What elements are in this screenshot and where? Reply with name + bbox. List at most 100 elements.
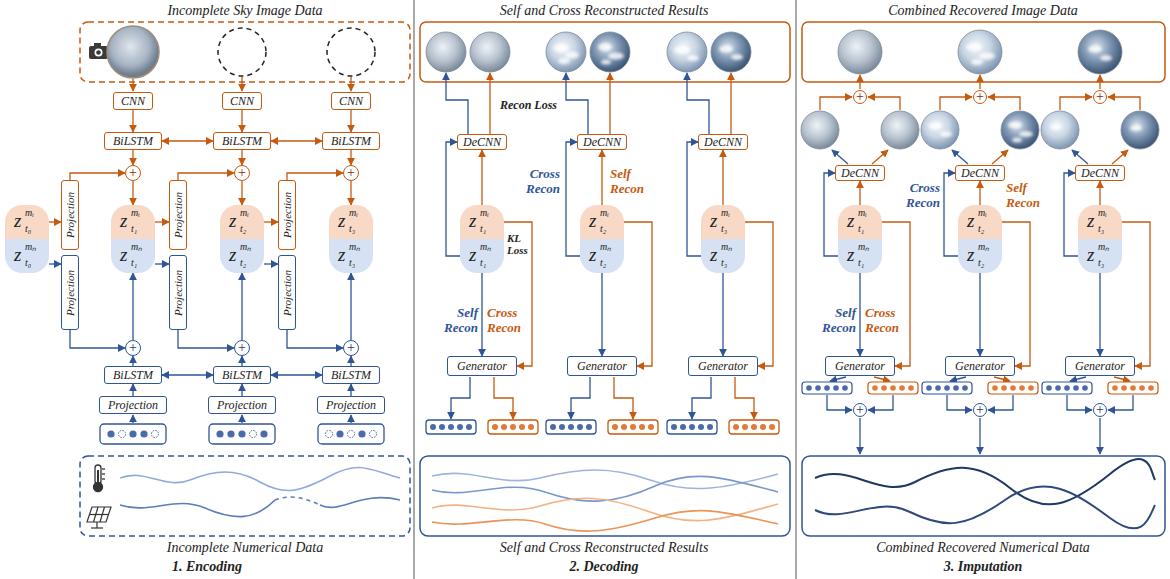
data-vector: [621, 424, 627, 430]
data-vector: [962, 385, 968, 391]
connector: [241, 384, 242, 396]
panel-title: Self and Cross Reconstructed Results: [500, 3, 709, 18]
sky-image: [426, 32, 751, 72]
latent-symbol: mₙ: [721, 242, 732, 252]
data-vector: [318, 424, 384, 444]
sum-node: +: [853, 90, 867, 104]
latent-capsule: zmᵢt₂: [580, 205, 624, 239]
connector: [132, 150, 133, 165]
cloud: [598, 43, 612, 51]
latent-symbol: t₃: [349, 224, 355, 234]
flow-line: [947, 395, 972, 410]
recon-label: Cross Recon: [865, 305, 899, 335]
flow-line: [820, 97, 852, 110]
panel-title: Incomplete Sky Image Data: [167, 3, 322, 18]
data-vector: [107, 430, 365, 437]
connector: [132, 356, 133, 366]
cloud: [966, 43, 982, 51]
connector: [481, 273, 482, 356]
flow-line: [1099, 418, 1100, 454]
cloud: [608, 53, 624, 60]
image-frame: [420, 22, 790, 536]
connector: [70, 173, 125, 180]
latent-symbol: z: [589, 245, 596, 264]
latent-symbol: z: [589, 211, 596, 230]
connector: [601, 150, 602, 205]
connector: [481, 150, 482, 205]
cloud: [687, 55, 699, 61]
node-label: Generator: [457, 360, 507, 372]
latent-symbol: z: [14, 211, 21, 230]
connector: [722, 273, 723, 356]
process-box: Generator: [1065, 356, 1135, 376]
flow-line: [451, 377, 470, 419]
node-label: Generator: [577, 360, 627, 372]
cloud: [1008, 122, 1022, 129]
data-vector: [1010, 385, 1016, 391]
data-vector: [806, 385, 1088, 391]
process-box: BiLSTM: [213, 366, 271, 384]
image-frame: [80, 22, 410, 82]
latent-symbol: t₀: [25, 258, 31, 268]
time-series-line: [120, 467, 400, 516]
flow-line: [820, 75, 1140, 454]
data-vector: [729, 420, 779, 434]
data-vector: [689, 424, 695, 430]
data-vector: [802, 382, 852, 394]
data-vector: [227, 430, 234, 437]
recon-label: Cross Recon: [906, 180, 940, 210]
flow-line: [489, 73, 490, 134]
data-vector: [992, 385, 998, 391]
flow-line: [1067, 395, 1092, 410]
latent-symbol: t₃: [1098, 258, 1104, 268]
connector: [624, 222, 652, 366]
node-label: DeCNN: [704, 136, 742, 148]
projection-box: Projection: [61, 255, 79, 330]
data-vector: [336, 430, 343, 437]
data-vector: [824, 385, 830, 391]
thermometer-icon: [102, 473, 105, 474]
panel-divider: [414, 0, 796, 579]
panel-caption: 2. Decoding: [569, 559, 638, 574]
data-vector: [559, 424, 565, 430]
recon-label: Self Recon: [1006, 180, 1040, 210]
flow-line: [1070, 377, 1086, 381]
data-vector: [908, 385, 914, 391]
connector: [49, 221, 61, 222]
connector: [264, 221, 278, 222]
node-label: CNN: [121, 95, 145, 107]
sky-image: [107, 26, 159, 78]
thermometer-icon: [102, 468, 105, 469]
flow-line: [1108, 97, 1140, 110]
latent-symbol: t₃: [349, 258, 355, 268]
connector: [859, 273, 860, 356]
flow-line: [979, 75, 980, 89]
latent-symbol: t₁: [480, 224, 486, 234]
flow-line: [992, 150, 1008, 164]
data-vector: [760, 424, 766, 430]
data-vector: [881, 385, 887, 391]
data-vector: [868, 382, 918, 394]
process-box: Generator: [567, 356, 637, 376]
connector: [350, 384, 351, 396]
recon-label: Self Recon: [610, 166, 644, 196]
process-box: BiLSTM: [213, 132, 271, 150]
connector: [287, 330, 343, 348]
panel-title: Combined Recovered Image Data: [888, 3, 1078, 18]
time-series-line: [432, 511, 778, 532]
latent-symbol: mₙ: [480, 242, 491, 252]
recon-label: Self Recon: [822, 305, 856, 335]
cloud: [558, 58, 570, 64]
time-series-line: [275, 497, 320, 505]
projection-box: Projection: [169, 255, 187, 330]
process-box: CNN: [222, 92, 262, 110]
latent-symbol: z: [338, 245, 345, 264]
flow-line: [133, 77, 351, 423]
data-vector: [347, 430, 354, 437]
data-vector: [546, 420, 596, 434]
data-vector: [815, 385, 821, 391]
latent-symbol: mᵢ: [721, 208, 730, 218]
connector: [132, 110, 133, 132]
data-vector: [1148, 385, 1154, 391]
latent-symbol: z: [847, 211, 854, 230]
